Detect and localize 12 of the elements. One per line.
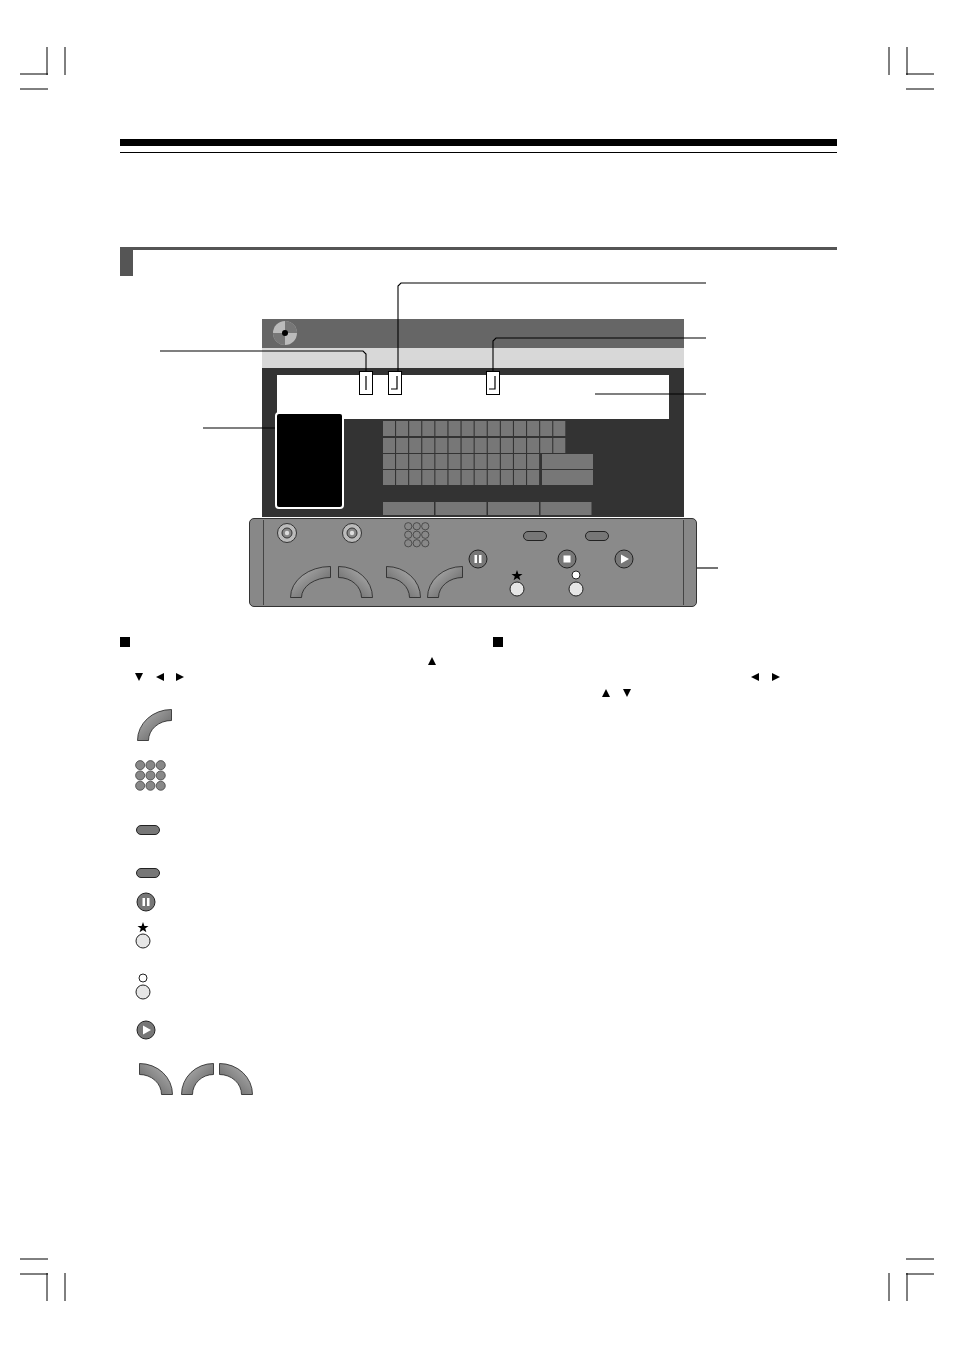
preview-window [275,412,344,509]
leader-line [696,567,719,569]
text-display-field [277,375,669,419]
leader-line [492,337,707,372]
leader-line [397,282,707,372]
leader-line [594,393,707,395]
marker-box [486,371,500,395]
leader-line [202,427,276,429]
marker-box [359,371,373,395]
menu-screen [262,319,684,517]
leader-line [159,350,367,372]
marker-box [388,371,402,395]
